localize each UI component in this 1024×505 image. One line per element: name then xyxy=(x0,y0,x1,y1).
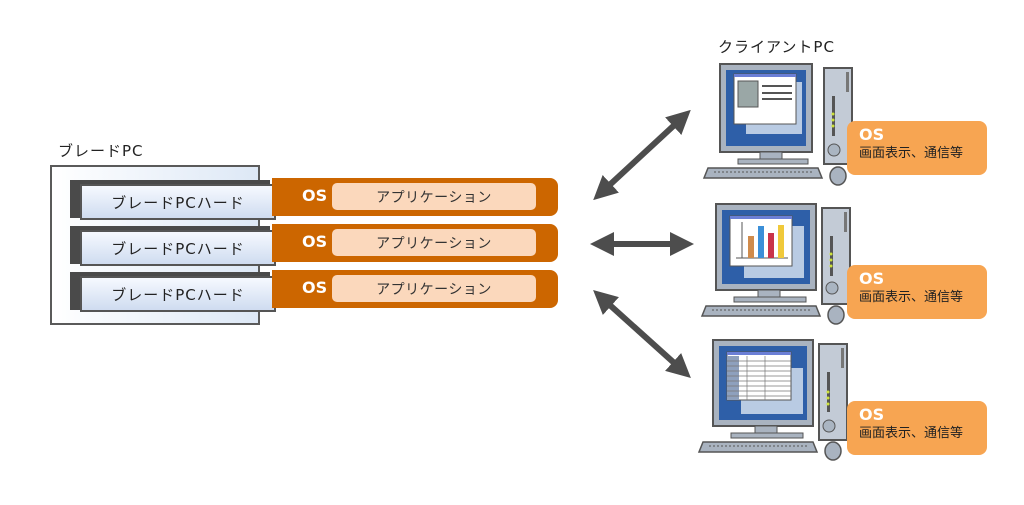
application-box: アプリケーション xyxy=(332,275,536,302)
os-label: OS xyxy=(302,278,328,297)
client-pc: OS 画面表示、通信等 xyxy=(695,334,987,464)
client-pc: OS 画面表示、通信等 xyxy=(700,58,990,188)
os-label: OS xyxy=(859,405,885,424)
os-label: OS xyxy=(859,125,885,144)
application-box: アプリケーション xyxy=(332,229,536,256)
os-label: OS xyxy=(859,269,885,288)
client-os-note: OS 画面表示、通信等 xyxy=(847,121,987,175)
os-label: OS xyxy=(302,186,328,205)
os-label: OS xyxy=(302,232,328,251)
blade-os-band: OS アプリケーション xyxy=(272,270,558,308)
blade-os-band: OS アプリケーション xyxy=(272,178,558,216)
desktop-computer-icon xyxy=(700,203,851,325)
client-os-note: OS 画面表示、通信等 xyxy=(847,265,987,319)
desktop-computer-icon xyxy=(702,63,853,186)
blade-os-band: OS アプリケーション xyxy=(272,224,558,262)
client-os-note: OS 画面表示、通信等 xyxy=(847,401,987,455)
blade-pc-title: ブレードPC xyxy=(58,142,144,160)
blade-hardware-card: ブレードPCハード xyxy=(80,230,276,266)
application-box: アプリケーション xyxy=(332,183,536,210)
connection-arrows xyxy=(590,109,694,379)
desktop-computer-icon xyxy=(697,339,848,461)
os-description: 画面表示、通信等 xyxy=(859,146,964,161)
arrow-to-client-3 xyxy=(593,289,691,379)
os-description: 画面表示、通信等 xyxy=(859,426,964,441)
client-pc-title: クライアントPC xyxy=(718,38,835,56)
blade-hardware-card: ブレードPCハード xyxy=(80,276,276,312)
client-pc: OS 画面表示、通信等 xyxy=(700,198,990,328)
blade-hardware-card: ブレードPCハード xyxy=(80,184,276,220)
os-description: 画面表示、通信等 xyxy=(859,290,964,305)
arrow-to-client-1 xyxy=(593,109,691,201)
